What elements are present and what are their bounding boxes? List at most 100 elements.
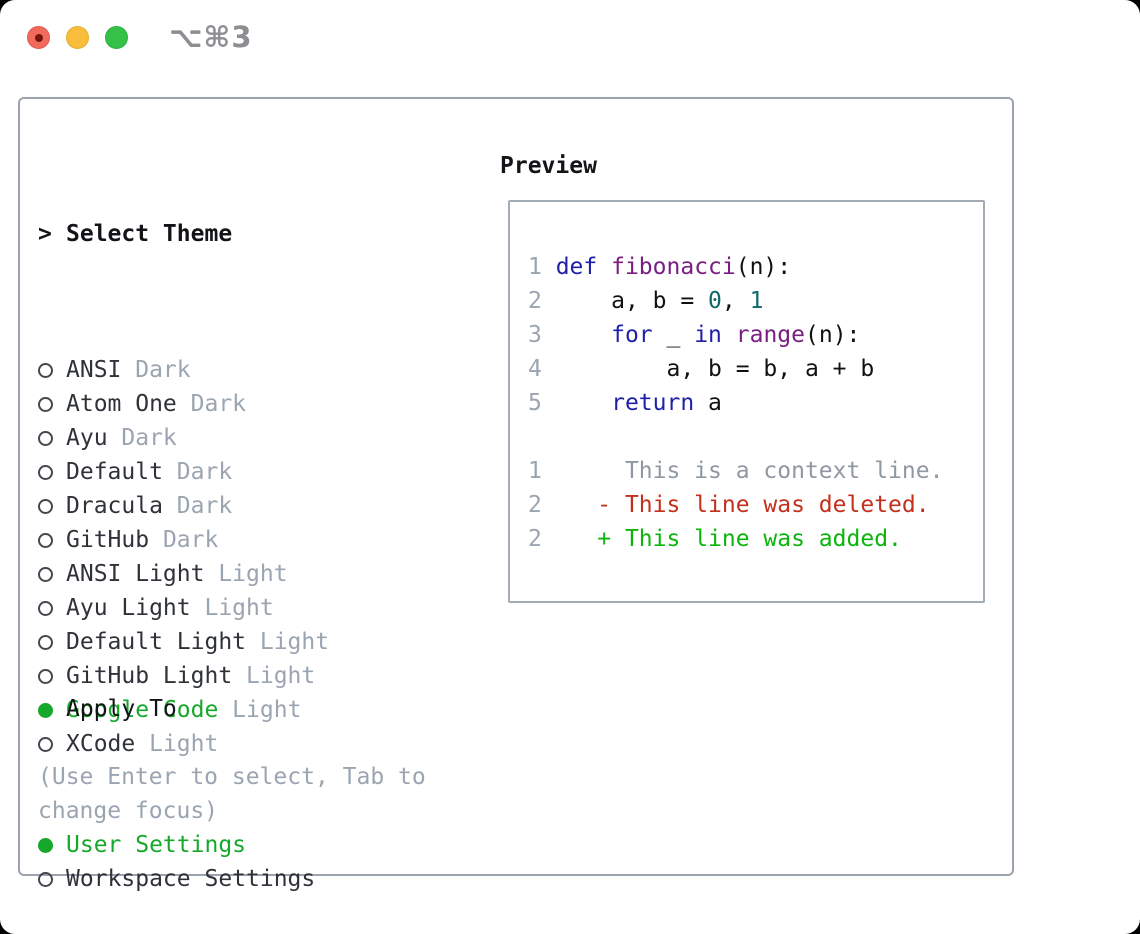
code-token: a	[694, 390, 722, 416]
radio-unselected-icon	[38, 566, 53, 582]
code-token: _	[652, 322, 695, 348]
code-token: a, b =	[555, 288, 709, 314]
code-token: fibonacci	[611, 254, 736, 280]
code-line: 4 a, b = b, a + b	[528, 352, 983, 386]
help-line: (Use Enter to select, Tab to	[38, 764, 426, 790]
radio-unselected-icon	[38, 668, 53, 684]
radio-selected-icon	[38, 702, 53, 718]
theme-option-default-light[interactable]: Default Light Light	[38, 625, 329, 659]
theme-option-dracula[interactable]: Dracula Dark	[38, 489, 329, 523]
theme-name: XCode	[66, 731, 136, 757]
code-token: (n):	[805, 322, 861, 348]
theme-variant: Light	[135, 731, 219, 757]
window-title: ⌥⌘3	[169, 20, 253, 54]
theme-list-header: > Select Theme	[38, 217, 329, 251]
radio-unselected-icon	[38, 464, 53, 480]
theme-variant: Dark	[121, 357, 191, 383]
code-line: 3 for _ in range(n):	[528, 318, 983, 352]
apply-option-workspace-settings[interactable]: Workspace Settings	[38, 862, 315, 896]
theme-option-ayu-light[interactable]: Ayu Light Light	[38, 591, 329, 625]
diff-line-context: 1 This is a context line.	[528, 454, 983, 488]
code-token	[556, 386, 611, 420]
apply-option-label: Workspace Settings	[66, 866, 316, 892]
code-line: 5 return a	[528, 386, 983, 420]
diff-text: - This line was deleted.	[541, 492, 930, 518]
radio-selected-icon	[38, 837, 53, 853]
theme-name: Default	[66, 459, 163, 485]
theme-name: Ayu Light	[66, 595, 191, 621]
theme-option-google-code[interactable]: Google Code Light	[38, 693, 329, 727]
theme-variant: Dark	[162, 493, 233, 519]
radio-unselected-icon	[38, 396, 53, 412]
help-text: (Use Enter to select, Tab to change focus…	[38, 760, 426, 828]
theme-name: GitHub	[66, 527, 150, 553]
radio-unselected-icon	[38, 532, 53, 548]
line-number: 3	[528, 322, 556, 348]
theme-name: Atom One	[66, 391, 177, 417]
code-token	[556, 318, 611, 352]
code-line: 1 def fibonacci(n):	[528, 250, 983, 284]
radio-unselected-icon	[38, 634, 53, 650]
radio-unselected-icon	[38, 498, 53, 514]
theme-option-ayu[interactable]: Ayu Dark	[38, 421, 329, 455]
diff-line-added: 2 + This line was added.	[528, 522, 983, 556]
zoom-button[interactable]	[105, 26, 128, 49]
radio-unselected-icon	[38, 871, 53, 887]
code-token: def	[555, 254, 598, 280]
theme-option-default[interactable]: Default Dark	[38, 455, 329, 489]
theme-variant: Light	[190, 595, 274, 621]
code-token: in	[694, 322, 722, 348]
line-number: 5	[528, 390, 556, 416]
theme-variant: Dark	[176, 391, 247, 417]
apply-to-title: Apply To	[66, 696, 177, 722]
theme-name: GitHub Light	[66, 663, 233, 689]
code-token: return	[611, 390, 695, 416]
radio-unselected-icon	[38, 600, 53, 616]
line-number: 2	[528, 288, 556, 314]
theme-variant: Light	[246, 629, 330, 655]
theme-option-xcode[interactable]: XCode Light	[38, 727, 329, 761]
code-token: a, b = b, a + b	[555, 356, 875, 382]
theme-option-ansi[interactable]: ANSI Dark	[38, 353, 329, 387]
theme-variant: Dark	[107, 425, 177, 451]
apply-option-user-settings[interactable]: User Settings	[38, 828, 315, 862]
code-token	[597, 250, 611, 284]
code-token: ,	[721, 288, 750, 314]
code-line: 2 a, b = 0, 1	[528, 284, 983, 318]
radio-unselected-icon	[38, 430, 53, 446]
line-number: 1	[528, 458, 542, 484]
theme-name: Google Code	[66, 697, 219, 723]
theme-option-github[interactable]: GitHub Dark	[38, 523, 329, 557]
theme-name: Default Light	[66, 629, 247, 655]
theme-option-atom-one[interactable]: Atom One Dark	[38, 387, 329, 421]
code-token: for	[611, 322, 653, 348]
theme-name: Dracula	[66, 493, 163, 519]
theme-name: ANSI	[66, 357, 122, 383]
minimize-button[interactable]	[66, 26, 89, 49]
diff-line-deleted: 2 - This line was deleted.	[528, 488, 983, 522]
diff-preview: 1 This is a context line.2 - This line w…	[510, 454, 983, 556]
code-token: range	[735, 322, 805, 348]
code-token	[722, 318, 736, 352]
code-token: (n):	[735, 254, 792, 280]
code-token: 0	[708, 288, 722, 314]
theme-variant: Light	[204, 561, 288, 587]
help-line: change focus)	[38, 798, 219, 824]
apply-option-label: User Settings	[66, 832, 247, 858]
theme-list-title: Select Theme	[66, 221, 233, 247]
close-button[interactable]	[27, 26, 50, 49]
radio-unselected-icon	[38, 362, 53, 378]
theme-variant: Light	[232, 663, 316, 689]
theme-option-ansi-light[interactable]: ANSI Light Light	[38, 557, 329, 591]
line-number: 4	[528, 356, 556, 382]
code-token: 1	[749, 288, 764, 314]
theme-variant: Dark	[149, 527, 219, 553]
radio-unselected-icon	[38, 736, 53, 752]
prompt-caret: >	[38, 221, 52, 247]
theme-option-github-light[interactable]: GitHub Light Light	[38, 659, 329, 693]
